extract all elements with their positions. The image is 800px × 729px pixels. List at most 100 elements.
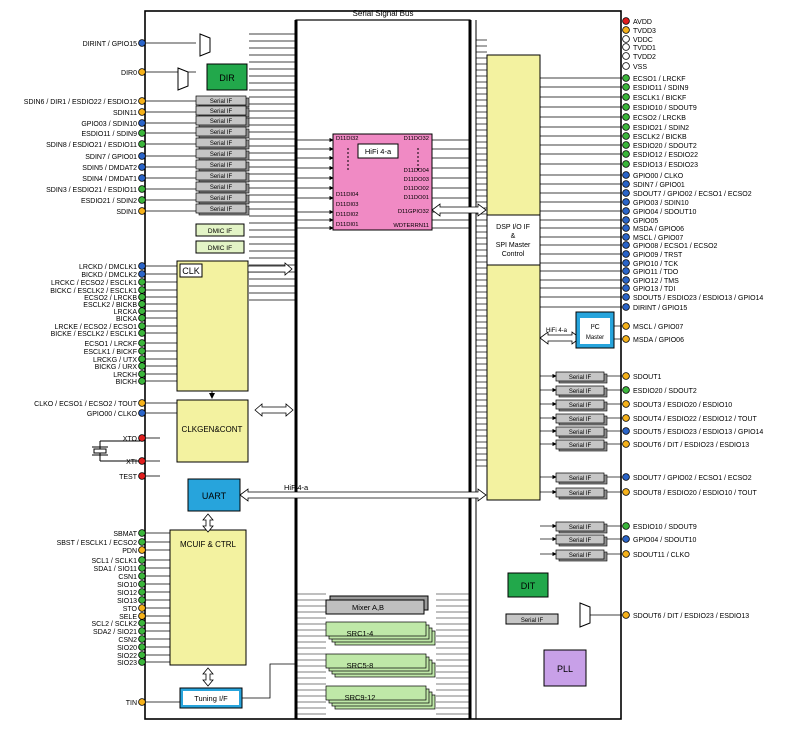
right-pin-label-esdio13-esdio23: ESDIO13 / ESDIO23 bbox=[633, 162, 698, 169]
right-pin-label-gpio03-sdin10: GPIO03 / SDIN10 bbox=[633, 200, 689, 207]
right-pin-dot-10 bbox=[622, 113, 630, 121]
right-pin-dot-9 bbox=[622, 103, 630, 111]
left-pin-dot-31 bbox=[138, 434, 146, 442]
serial-if-left-10 bbox=[195, 203, 247, 214]
right-pin-label-msda-gpio06: MSDA / GPIO06 bbox=[633, 226, 684, 233]
uart-link-label: HiFi4-a bbox=[284, 483, 309, 492]
serial-if-left-5 bbox=[195, 148, 247, 159]
clk-block bbox=[176, 260, 249, 392]
left-pin-dot-23 bbox=[138, 339, 146, 347]
right-pin-dot-33 bbox=[622, 335, 630, 343]
right-pin-dot-13 bbox=[622, 141, 630, 149]
right-pin-dot-43 bbox=[622, 535, 630, 543]
left-pin-dot-2 bbox=[138, 97, 146, 105]
left-pin-dot-17 bbox=[138, 293, 146, 301]
right-pin-label-tvdd3: TVDD3 bbox=[633, 28, 656, 35]
left-pin-label-sio22: SIO22 bbox=[117, 653, 137, 660]
serial-if-left-label-1: Serial IF bbox=[210, 109, 233, 115]
hifi-pin-do02: D11DO02 bbox=[404, 186, 429, 192]
bus-title: Serial Signal Bus bbox=[353, 9, 414, 18]
left-pin-dot-8 bbox=[138, 163, 146, 171]
dmic-if-block-2 bbox=[195, 240, 245, 254]
serial-if-right-label-5: Serial IF bbox=[569, 443, 592, 449]
left-pin-dot-28 bbox=[138, 377, 146, 385]
left-pin-dot-46 bbox=[138, 627, 146, 635]
right-pin-label-sdout6-dit-esdio23-esdio13: SDOUT6 / DIT / ESDIO23 / ESDIO13 bbox=[633, 442, 749, 449]
serial-if-left-1 bbox=[195, 105, 247, 116]
mixer-block-label: Mixer A,B bbox=[352, 603, 384, 612]
serial-if-left-label-7: Serial IF bbox=[210, 174, 233, 180]
right-pin-label-gpio12-tms: GPIO12 / TMS bbox=[633, 278, 679, 285]
left-pin-dot-39 bbox=[138, 572, 146, 580]
left-pin-label-sdin11: SDIN11 bbox=[113, 110, 137, 117]
left-pin-dot-3 bbox=[138, 108, 146, 116]
right-pin-dot-37 bbox=[622, 414, 630, 422]
right-pin-dot-24 bbox=[622, 241, 630, 249]
left-pin-dot-33 bbox=[138, 472, 146, 480]
right-pin-label-gpio13-tdi: GPIO13 / TDI bbox=[633, 286, 675, 293]
left-pin-label-bickd-dmclk2: BICKD / DMCLK2 bbox=[81, 272, 137, 279]
right-pin-dot-17 bbox=[622, 180, 630, 188]
right-pin-dot-22 bbox=[622, 224, 630, 232]
left-pin-dot-49 bbox=[138, 651, 146, 659]
left-pin-dot-0 bbox=[138, 39, 146, 47]
left-pin-label-dirint-gpio15: DIRINT / GPIO15 bbox=[83, 41, 137, 48]
right-pin-dot-5 bbox=[622, 62, 630, 70]
left-pin-dot-24 bbox=[138, 347, 146, 355]
serial-if-right-label-2: Serial IF bbox=[569, 403, 592, 409]
dit-serial-if bbox=[505, 613, 559, 625]
hifi-pin-di32: D11DI32 bbox=[336, 136, 358, 142]
right-pin-dot-4 bbox=[622, 52, 630, 60]
left-pin-label-esdio21-sdin2: ESDIO21 / SDIN2 bbox=[81, 198, 137, 205]
right-pin-label-vddc: VDDC bbox=[633, 37, 653, 44]
left-pin-label-sio10: SIO10 bbox=[117, 582, 137, 589]
left-pin-dot-48 bbox=[138, 643, 146, 651]
serial-if-left-4 bbox=[195, 137, 247, 148]
i2c-hifi-label: HiFi 4-a bbox=[546, 328, 568, 334]
hifi-label-box bbox=[357, 143, 399, 159]
right-pin-label-gpio00-clko: GPIO00 / CLKO bbox=[633, 173, 684, 180]
left-pin-label-lrckg-utx: LRCKG / UTX bbox=[93, 357, 137, 364]
left-pin-dot-41 bbox=[138, 588, 146, 596]
serial-if-left-7 bbox=[195, 170, 247, 181]
left-wires bbox=[146, 42, 196, 703]
left-pin-label-sio20: SIO20 bbox=[117, 645, 137, 652]
left-pin-label-lrckh: LRCKH bbox=[113, 372, 137, 379]
right-pin-label-gpio10-tck: GPIO10 / TCK bbox=[633, 261, 678, 268]
crystal-icon bbox=[92, 440, 140, 462]
left-pin-label-sio12: SIO12 bbox=[117, 590, 137, 597]
right-pin-label-esdio20-sdout2: ESDIO20 / SDOUT2 bbox=[633, 388, 697, 395]
left-pin-dot-21 bbox=[138, 322, 146, 330]
left-pin-label-test: TEST bbox=[119, 474, 138, 481]
dit-block bbox=[507, 572, 549, 598]
mux-dit bbox=[579, 602, 591, 628]
left-pin-label-bickc-esclk2-esclk1: BICKC / ESCLK2 / ESCLK1 bbox=[50, 288, 137, 295]
tuning-block-label: Tuning I/F bbox=[194, 694, 228, 703]
right-pin-label-msda-gpio06: MSDA / GPIO06 bbox=[633, 337, 684, 344]
mux-dir0 bbox=[177, 67, 189, 91]
clk-block-label: CLK bbox=[182, 266, 200, 276]
serial-if-right-label-4: Serial IF bbox=[569, 430, 592, 436]
right-pin-label-tvdd2: TVDD2 bbox=[633, 54, 656, 61]
left-pin-dot-7 bbox=[138, 152, 146, 160]
left-pin-label-sdin8-esdio21-esdio11: SDIN8 / ESDIO21 / ESDIO11 bbox=[46, 142, 137, 149]
right-pin-dot-28 bbox=[622, 276, 630, 284]
left-pin-label-sio23: SIO23 bbox=[117, 660, 137, 667]
right-pin-label-sdout7-gpio02-ecso1-ecso2: SDOUT7 / GPIO02 / ECSO1 / ECSO2 bbox=[633, 475, 752, 482]
left-pin-dot-26 bbox=[138, 362, 146, 370]
right-pin-dot-1 bbox=[622, 26, 630, 34]
left-pin-label-sdin6-dir1-esdio22-esdio12: SDIN6 / DIR1 / ESDIO22 / ESDIO12 bbox=[24, 99, 137, 106]
left-pin-label-xti: XTI bbox=[126, 459, 137, 466]
src-layer-1-0 bbox=[325, 653, 427, 669]
right-pin-dot-2 bbox=[622, 35, 630, 43]
pll-block bbox=[543, 649, 587, 687]
left-pin-label-sbmat: SBMAT bbox=[113, 531, 137, 538]
right-pin-dot-25 bbox=[622, 250, 630, 258]
serial-if-right-label-8: Serial IF bbox=[569, 525, 592, 531]
left-pin-label-sdin4-dmdat1: SDIN4 / DMDAT1 bbox=[82, 176, 137, 183]
src-layer-0-0 bbox=[325, 621, 427, 637]
